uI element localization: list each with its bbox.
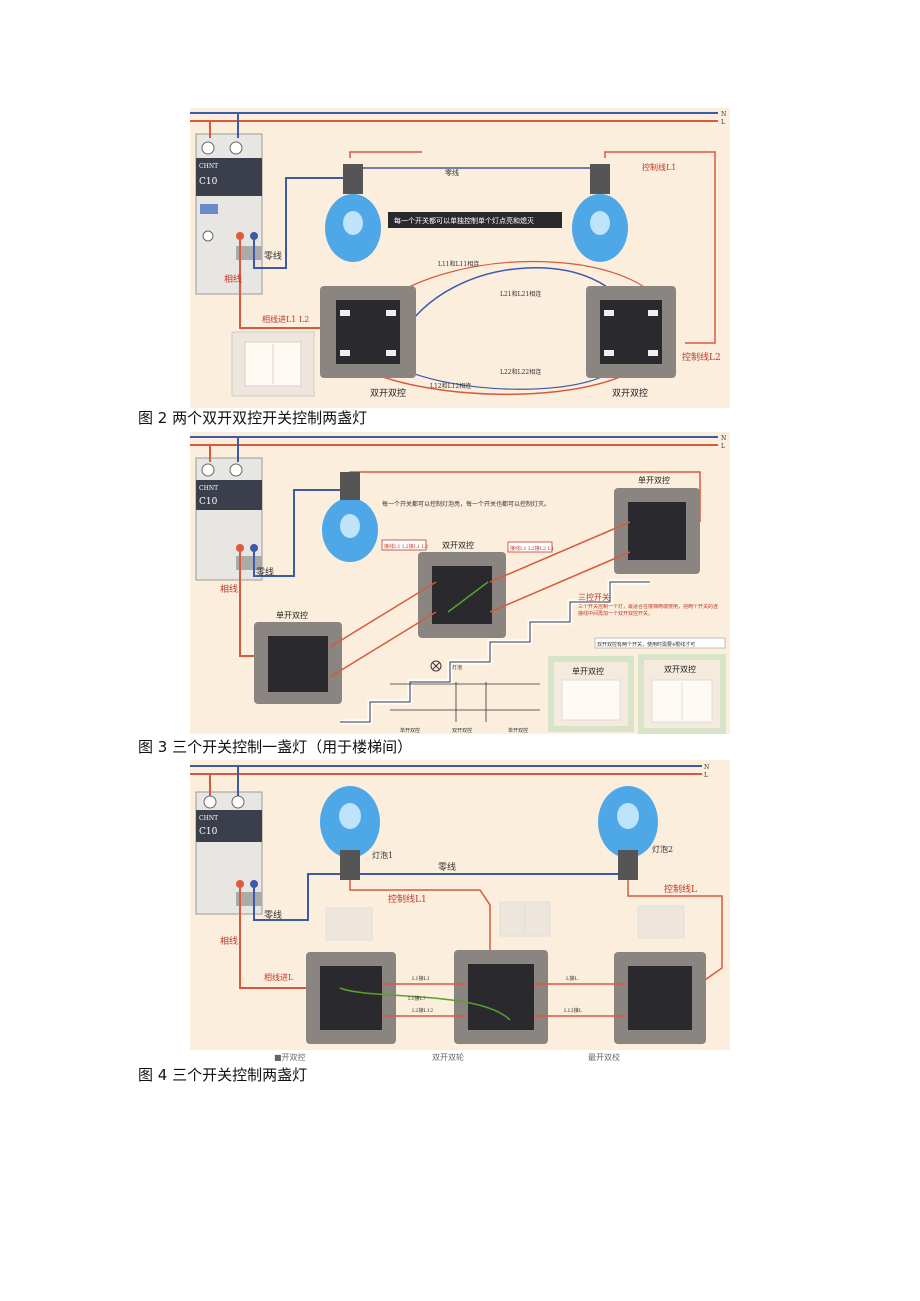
breaker-module: CHNT C10 [195,133,263,295]
bus-n-label: N [721,435,726,442]
three-ctrl-desc: 三个开关控制一个灯，最适合在楼梯两端使用，把两个开关的连接线中间再加一个双开双控… [578,604,718,617]
figure-3-caption: 图 3 三个开关控制一盏灯（用于楼梯间） [138,738,413,756]
switch-left [306,952,396,1044]
figure-4-sub-right: 最开双校 [588,1053,620,1062]
wire-l-label: L接L [566,975,578,982]
breaker-module: CHNT C10 [195,457,263,581]
wire-l2-label: L2接L12 [412,1007,433,1014]
switch-top-right [614,488,700,574]
bus-l-label: L [721,119,725,126]
switch-right-label: 双开双控 [612,387,648,399]
wall-plate-3-icon [637,905,685,939]
control-line-l1-label: 控制线L1 [388,893,427,905]
breaker-rating: C10 [199,497,218,507]
live-in-label: 相线进L [264,972,294,982]
figure-2-diagram: N L CHNT C10 零线 零线 相线 控制线L1 [190,111,726,399]
switch-middle [418,552,506,638]
control-line-l-label: 控制线L [664,883,697,895]
bulb-2-icon [598,786,658,880]
breaker-rating: C10 [199,827,218,837]
figure-4-caption: 图 4 三个开关控制两盏灯 [138,1066,308,1084]
bus-l-label: L [721,443,725,450]
panel-right-label: 双开双控 [664,664,696,674]
figure-3-diagram: N L CHNT C10 零线 相线 每一个开关都可以控制灯泡亮，每一个开关也都… [190,435,726,734]
zero-line-label: 零线 [264,909,282,921]
tag-right: 接线L1 L2接L2 L1 [510,545,554,552]
schematic-label-2: 双开双控 [452,727,472,734]
brand-label: CHNT [199,163,218,170]
schematic-bulb-label: 灯泡 [452,664,462,671]
schematic-label-1: 单开双控 [400,727,420,734]
banner-box [388,212,562,228]
bulb-1-label: 灯泡1 [372,850,393,860]
switch-middle [454,950,548,1044]
banner-text: 每一个开关都可以单独控制单个灯点亮和熄灭 [394,216,534,225]
live-in-label: 相线进L1 L2 [262,314,309,324]
figure-2: N L CHNT C10 零线 零线 相线 控制线L1 [190,108,730,408]
three-ctrl-desc-box: 三个开关控制一个灯，最适合在楼梯两端使用，把两个开关的连接线中间再加一个双开双控… [578,604,718,617]
brand-label: CHNT [199,815,218,822]
wall-plate-1-icon [325,907,373,941]
figure-4-diagram: N L CHNT C10 零线 零线 相线 灯泡1 灯泡2 [190,764,723,1044]
three-ctrl-title: 三控开关 [578,592,610,602]
breaker-rating: C10 [199,177,218,187]
green-label: L1接L? [408,995,426,1002]
panel-right [638,654,726,734]
wall-plate-2-icon [499,901,551,937]
figure-4: N L CHNT C10 零线 零线 相线 灯泡1 灯泡2 [190,760,730,1050]
zero-line-label: 零线 [256,566,274,578]
bulb-right-icon [572,164,628,262]
zero-line-label: 零线 [264,250,282,262]
switch-right [586,286,676,378]
figure-3: N L CHNT C10 零线 相线 每一个开关都可以控制灯泡亮，每一个开关也都… [190,432,730,734]
figure-4-sub-mid: 双开双轮 [432,1053,464,1062]
switch-middle-label: 双开双控 [442,540,474,550]
bulb-icon [322,472,378,562]
figure-2-caption: 图 2 两个双开双控开关控制两盏灯 [138,409,368,427]
bus-n-label: N [704,764,709,771]
panel-note: 双开双控有两个开关，使用时需要4根线才可 [597,641,695,648]
control-line-l1-label: 控制线L1 [642,162,676,172]
zero-line-top-label: 零线 [445,168,459,177]
wall-switch-plate-icon [231,331,315,397]
bulb-left-icon [325,164,381,262]
live-line-label: 相线 [220,935,238,947]
switch-right [614,952,706,1044]
bus-n-label: N [721,111,726,118]
zero-line-top-label: 零线 [438,861,456,873]
l12-label: L12和L12相连 [430,382,471,390]
note-top: 每一个开关都可以控制灯泡亮，每一个开关也都可以控制灯灭。 [382,500,550,508]
wire-l1-label: L1接L1 [412,975,430,982]
panel-left [548,656,634,732]
breaker-module: CHNT C10 [195,791,263,915]
wire-l12-label: L12接L [564,1007,583,1014]
switch-top-right-label: 单开双控 [638,475,670,485]
bus-l-label: L [704,772,708,779]
bulb-1-icon [320,786,380,880]
control-line-l2-label: 控制线L2 [682,351,721,363]
live-line-label: 相线 [220,583,238,595]
l22-label: L22和L22相连 [500,368,541,376]
brand-label: CHNT [199,485,218,492]
switch-left-label: 单开双控 [276,610,308,620]
tag-left: 接线L1 L2接L1 L2 [384,543,428,550]
live-line-label: 相线 [224,273,242,285]
switch-left [320,286,416,378]
switch-left [254,622,342,704]
l21-label: L21和L21相连 [500,290,541,298]
switch-left-label: 双开双控 [370,387,406,399]
schematic [390,660,540,722]
panel-left-label: 单开双控 [572,666,604,676]
figure-4-sub-left: ■开双控 [274,1053,306,1062]
schematic-label-3: 单开双控 [508,727,528,734]
l11-label: L11和L11相连 [438,260,479,268]
bulb-2-label: 灯泡2 [652,844,673,854]
